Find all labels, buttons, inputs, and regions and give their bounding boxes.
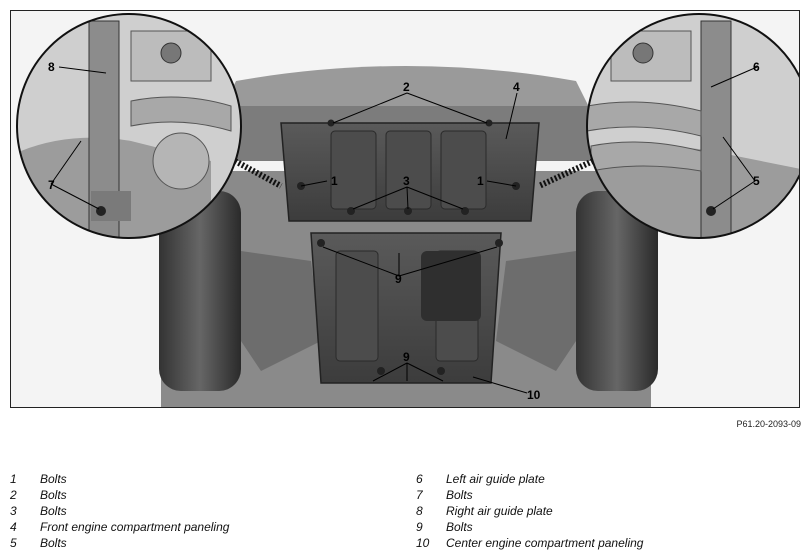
callout-9-lower: 9 [403, 350, 410, 364]
legend-label: Right air guide plate [446, 504, 553, 518]
legend-label: Center engine compartment paneling [446, 536, 644, 550]
legend-item: 2 Bolts [10, 487, 229, 503]
legend-item: 6 Left air guide plate [416, 471, 643, 487]
legend-number: 6 [416, 472, 423, 486]
left-tyre [159, 191, 241, 391]
callout-1-right: 1 [477, 174, 484, 188]
legend-number: 8 [416, 504, 423, 518]
legend-label: Bolts [40, 472, 67, 486]
legend-item: 10 Center engine compartment paneling [416, 535, 643, 551]
callout-2: 2 [403, 80, 410, 94]
legend-number: 9 [416, 520, 423, 534]
legend-label: Bolts [40, 488, 67, 502]
underbody-illustration: 8 7 2 4 1 1 3 9 9 10 6 5 [11, 11, 799, 407]
callout-8: 8 [48, 60, 55, 74]
figure-reference-code: P61.20-2093-09 [736, 419, 801, 429]
left-suspension [241, 251, 321, 371]
legend-item: 1 Bolts [10, 471, 229, 487]
left-inset-detail [16, 13, 242, 239]
right-tyre [576, 191, 658, 391]
leader-lines [50, 66, 758, 394]
legend-label: Bolts [446, 520, 473, 534]
legend-item: 4 Front engine compartment paneling [10, 519, 229, 535]
legend-item: 3 Bolts [10, 503, 229, 519]
legend-number: 7 [416, 488, 423, 502]
legend-number: 10 [416, 536, 430, 550]
legend-label: Left air guide plate [446, 472, 545, 486]
legend-item: 8 Right air guide plate [416, 503, 643, 519]
callout-3: 3 [403, 174, 410, 188]
legend-label: Bolts [40, 536, 67, 550]
legend-label: Front engine compartment paneling [40, 520, 230, 534]
callout-9-upper: 9 [395, 272, 402, 286]
legend-number: 4 [10, 520, 17, 534]
legend-item: 9 Bolts [416, 519, 643, 535]
callout-10: 10 [527, 388, 541, 402]
legend-number: 5 [10, 536, 17, 550]
callout-4: 4 [513, 80, 520, 94]
legend-number: 1 [10, 472, 17, 486]
legend-item: 7 Bolts [416, 487, 643, 503]
legend-number: 2 [10, 488, 17, 502]
legend-number: 3 [10, 504, 17, 518]
callout-1-left: 1 [331, 174, 338, 188]
right-suspension [496, 251, 576, 371]
callout-6: 6 [753, 60, 760, 74]
legend-label: Bolts [40, 504, 67, 518]
callout-7: 7 [48, 178, 55, 192]
callout-5: 5 [753, 174, 760, 188]
legend-item: 5 Bolts [10, 535, 229, 551]
diagram-frame: 8 7 2 4 1 1 3 9 9 10 6 5 [10, 10, 800, 408]
legend-label: Bolts [446, 488, 473, 502]
